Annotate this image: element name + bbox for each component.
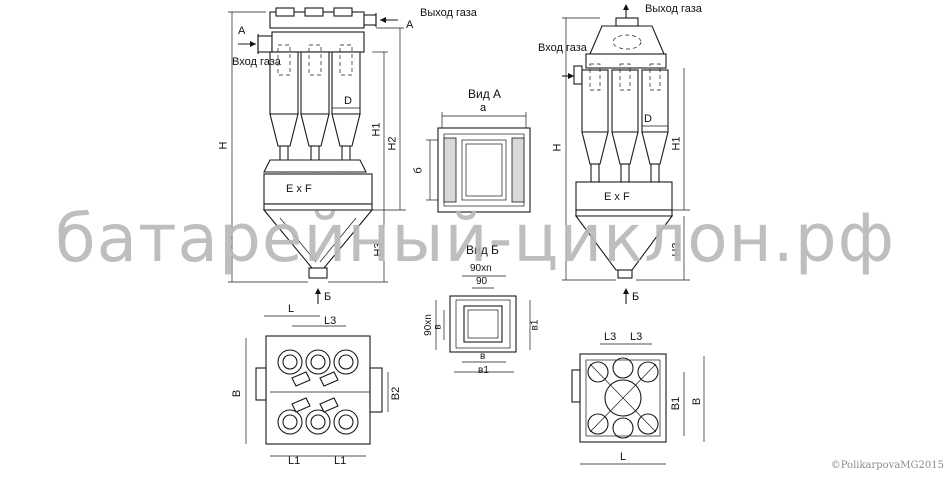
left-plan-drawing bbox=[245, 315, 389, 457]
dim-h1-left: H1 bbox=[370, 122, 383, 137]
dim-h-right: H bbox=[551, 143, 564, 152]
dim-b1-right: B1 bbox=[670, 396, 683, 411]
dim-b-right: B bbox=[691, 397, 704, 406]
dim-l1-left-a: L1 bbox=[288, 455, 301, 467]
left-cyclone-elevation bbox=[228, 7, 406, 304]
dim-90: 90 bbox=[476, 276, 488, 287]
dim-b-left: B bbox=[231, 389, 244, 398]
arrow-a-label: А bbox=[238, 25, 246, 37]
view-a-title: Вид А bbox=[468, 87, 502, 101]
arrow-b-left-label: Б bbox=[324, 291, 332, 303]
dim-a: a bbox=[480, 102, 487, 114]
dim-v-side: в bbox=[432, 324, 444, 330]
dim-h1-right: H1 bbox=[670, 136, 683, 151]
dim-b2-left: B2 bbox=[390, 386, 403, 401]
gas-outlet-label-left: Выход газа bbox=[420, 7, 477, 19]
dim-v-bottom: в bbox=[480, 351, 486, 362]
right-plan-drawing bbox=[571, 343, 705, 465]
dim-l1-left-b: L1 bbox=[334, 455, 347, 467]
dim-d-left: D bbox=[344, 95, 352, 107]
dim-l3-right-b: L3 bbox=[630, 331, 643, 343]
gas-inlet-label-right: Вход газа bbox=[538, 42, 587, 54]
dim-l-left: L bbox=[288, 303, 295, 315]
view-b-title: Вид Б bbox=[466, 243, 499, 257]
gas-outlet-label-right: Выход газа bbox=[645, 3, 702, 15]
dim-l3-left: L3 bbox=[324, 315, 337, 327]
arrow-a-outlet-label: А bbox=[406, 19, 414, 31]
dim-l-right: L bbox=[620, 451, 627, 463]
dim-v1-side: в1 bbox=[529, 319, 541, 331]
dim-exf-left: E x F bbox=[286, 183, 312, 195]
gas-inlet-label-left: Вход газа bbox=[232, 56, 281, 68]
copyright-text: ©PolikarpovaMG2015 bbox=[830, 460, 944, 471]
view-a-drawing bbox=[426, 112, 531, 213]
dim-h-left: H bbox=[217, 141, 230, 150]
dim-exf-right: E x F bbox=[604, 191, 630, 203]
dim-l3-right-a: L3 bbox=[604, 331, 617, 343]
dim-v1-bottom: в1 bbox=[478, 365, 489, 376]
dim-h2-left: H2 bbox=[386, 136, 399, 151]
watermark: батарейный-циклон.рф bbox=[54, 200, 896, 277]
arrow-b-right-label: Б bbox=[632, 291, 640, 303]
right-cyclone-elevation bbox=[562, 4, 690, 304]
dim-90xn-top: 90xn bbox=[470, 263, 492, 274]
dim-d-right: D bbox=[644, 113, 652, 125]
dim-b-view-a: б bbox=[412, 167, 425, 174]
view-b-drawing bbox=[435, 275, 531, 373]
